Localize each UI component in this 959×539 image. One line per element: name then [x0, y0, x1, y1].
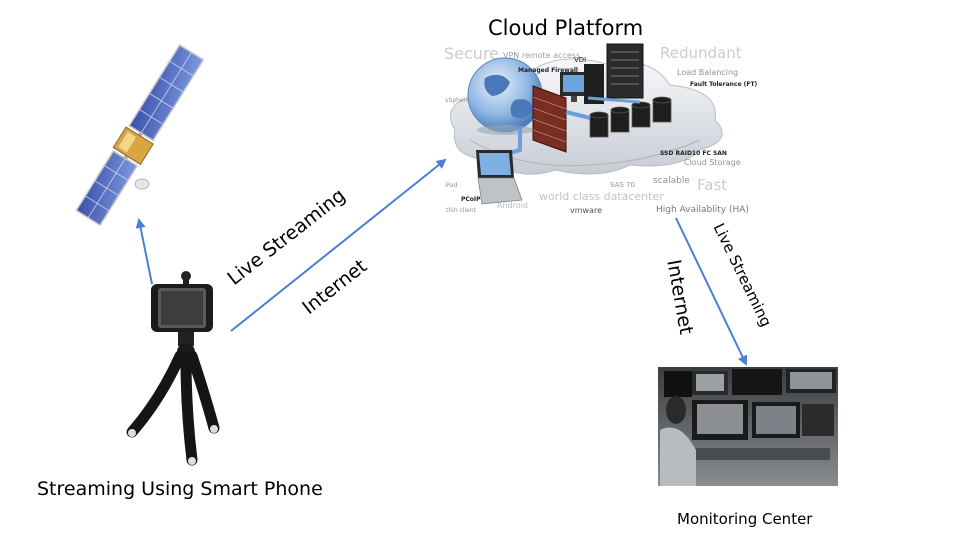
monitoring-caption: Monitoring Center — [677, 510, 813, 528]
cloud-platform-illustration — [450, 43, 723, 205]
tripod-phone-icon — [126, 271, 220, 466]
phone-caption: Streaming Using Smart Phone — [37, 478, 323, 500]
cloud-word-fast: Fast — [697, 176, 728, 194]
cloud-word-android: Android — [497, 201, 528, 210]
cloud-word-pcoip: PCoIP — [461, 196, 481, 203]
cloud-word-sas: SAS 70 — [610, 181, 635, 189]
cloud-word-secure: Secure — [444, 44, 500, 63]
satellite-icon — [75, 44, 205, 227]
cloud-word-ipad: iPad — [445, 182, 458, 189]
cloud-word-fault-tolerance: Fault Tolerance (FT) — [690, 81, 758, 88]
arrow-phone-to-satellite — [135, 218, 153, 285]
cloud-word-thin-client: thin client — [446, 207, 477, 214]
cloud-word-load-balancing: Load Balancing — [677, 68, 739, 77]
cloud-word-firewall: Managed Firewall — [518, 67, 578, 74]
arrow-cloud-to-monitoring — [675, 217, 748, 366]
arrow-phone-to-cloud — [230, 158, 447, 332]
cloud-word-vpn: VPN remote access — [503, 51, 581, 60]
cloud-word-scalable: scalable — [653, 176, 690, 186]
cloud-platform-title: Cloud Platform — [488, 16, 644, 40]
cloud-word-vsphere: vSphere — [445, 97, 470, 104]
monitoring-center-photo — [658, 367, 838, 486]
cloud-word-ha: High Availablity (HA) — [656, 205, 749, 215]
cloud-word-ssd: SSD RAID10 FC SAN — [660, 150, 727, 157]
cloud-word-cloud-storage: Cloud Storage — [684, 158, 741, 167]
cloud-word-vdi: VDI — [574, 56, 587, 64]
cloud-word-vmware: vmware — [570, 206, 603, 215]
cloud-word-datacenter: world class datacenter — [539, 190, 664, 203]
cloud-word-redundant: Redundant — [660, 44, 742, 62]
